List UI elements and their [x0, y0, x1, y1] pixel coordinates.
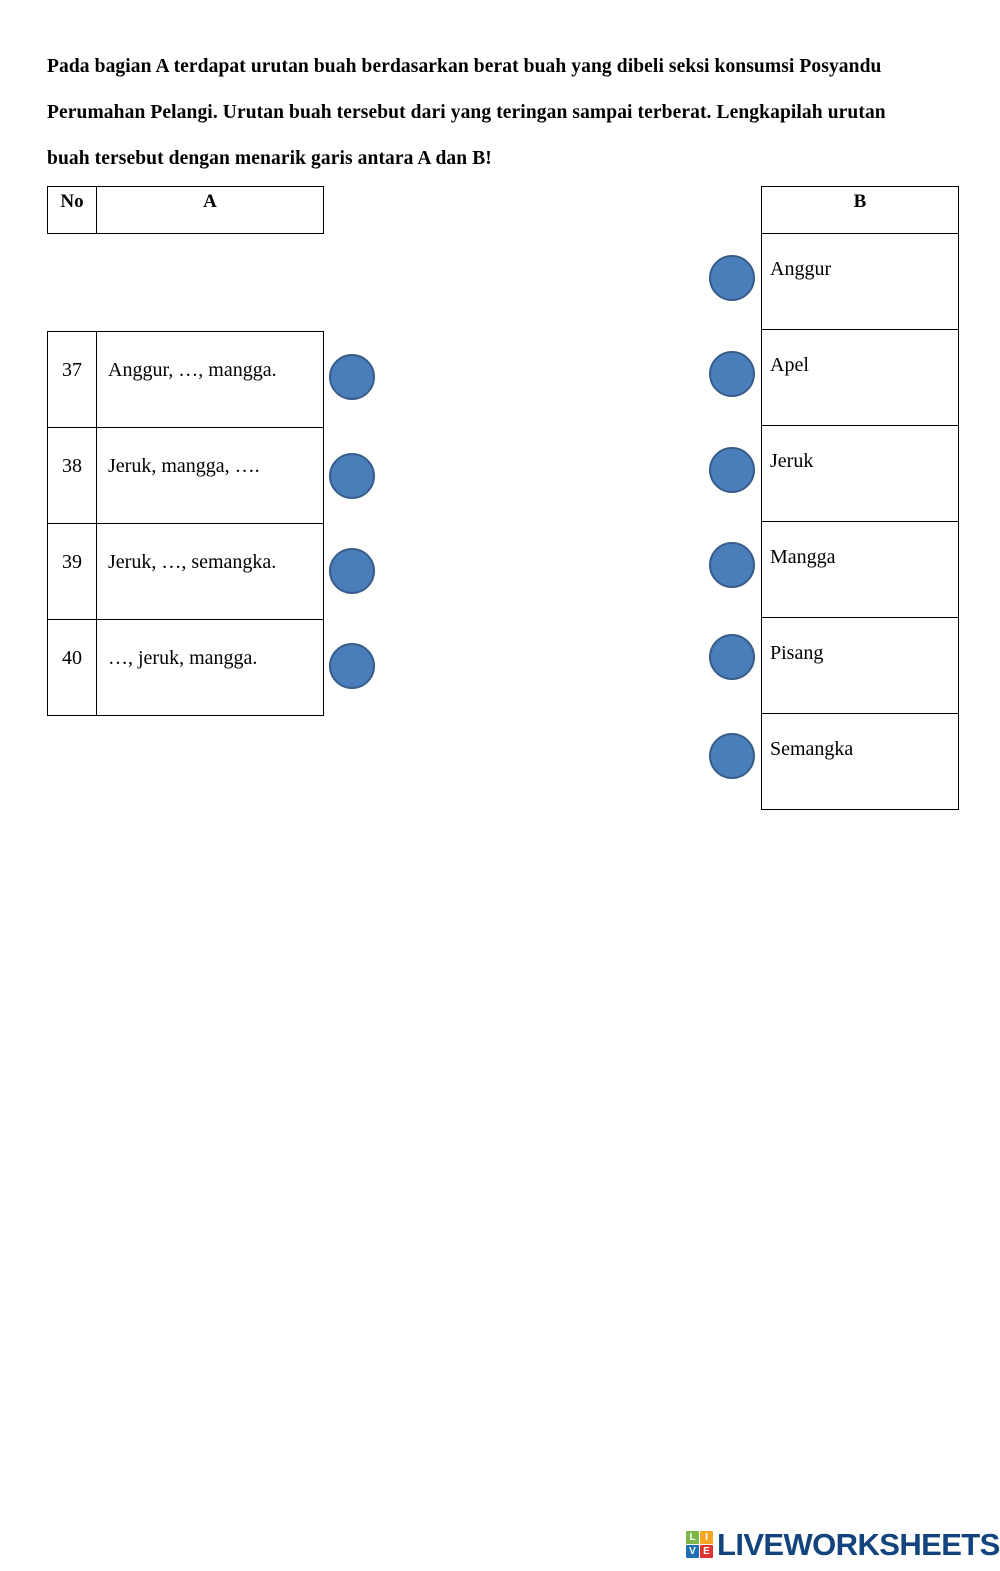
option-cell-anggur: Anggur [761, 233, 959, 330]
option-label-semangka: Semangka [770, 738, 854, 760]
table-a-header: No A [47, 186, 324, 234]
question-text-40: …, jeruk, mangga. [108, 647, 258, 669]
option-cell-jeruk: Jeruk [761, 425, 959, 522]
option-cell-semangka: Semangka [761, 713, 959, 810]
row-text-cell: Jeruk, …, semangka. [96, 523, 324, 620]
connector-dot-b-semangka[interactable] [709, 733, 755, 779]
table-row: 39 Jeruk, …, semangka. [47, 523, 324, 620]
question-text-38: Jeruk, mangga, …. [108, 455, 260, 477]
row-number-cell: 37 [47, 331, 97, 428]
liveworksheets-logo: L I V E LIVEWORKSHEETS [686, 1524, 1000, 1564]
column-header-b: B [761, 186, 959, 234]
table-a-rows: 37 Anggur, …, mangga. 38 Jeruk, mangga, … [47, 331, 324, 716]
table-row: 38 Jeruk, mangga, …. [47, 427, 324, 524]
row-number-39: 39 [62, 551, 82, 573]
connector-dot-a-40[interactable] [329, 643, 375, 689]
row-number-37: 37 [62, 359, 82, 381]
row-number-cell: 38 [47, 427, 97, 524]
question-text-39: Jeruk, …, semangka. [108, 551, 277, 573]
table-row: Jeruk [761, 425, 959, 522]
option-label-pisang: Pisang [770, 642, 824, 664]
row-number-cell: 40 [47, 619, 97, 716]
logo-tile-i: I [700, 1530, 713, 1544]
option-cell-mangga: Mangga [761, 521, 959, 618]
connector-dot-b-mangga[interactable] [709, 542, 755, 588]
option-cell-apel: Apel [761, 329, 959, 426]
instructions-paragraph: Pada bagian A terdapat urutan buah berda… [47, 56, 886, 169]
option-label-anggur: Anggur [770, 258, 832, 280]
row-text-cell: …, jeruk, mangga. [96, 619, 324, 716]
logo-tile-l: L [686, 1530, 699, 1544]
column-header-a-label: A [203, 191, 217, 212]
table-row: 40 …, jeruk, mangga. [47, 619, 324, 716]
liveworksheets-logo-tiles: L I V E [686, 1530, 713, 1558]
table-row: Anggur [761, 233, 959, 330]
connector-dot-b-apel[interactable] [709, 351, 755, 397]
connector-dot-b-pisang[interactable] [709, 634, 755, 680]
table-header-row: B [761, 186, 959, 234]
connector-dot-b-jeruk[interactable] [709, 447, 755, 493]
question-text-37: Anggur, …, mangga. [108, 359, 277, 381]
table-row: Apel [761, 329, 959, 426]
connector-dot-a-39[interactable] [329, 548, 375, 594]
table-row: Semangka [761, 713, 959, 810]
table-b: B Anggur Apel Jeruk Mangga Pisang Semang… [761, 186, 959, 810]
logo-tile-e: E [700, 1544, 713, 1558]
table-row: 37 Anggur, …, mangga. [47, 331, 324, 428]
table-row: Mangga [761, 521, 959, 618]
table-header-row: No A [47, 186, 324, 234]
connector-dot-a-37[interactable] [329, 354, 375, 400]
option-label-mangga: Mangga [770, 546, 836, 568]
connector-dot-a-38[interactable] [329, 453, 375, 499]
row-number-38: 38 [62, 455, 82, 477]
column-header-no-label: No [60, 191, 84, 212]
logo-tile-v: V [686, 1544, 699, 1558]
liveworksheets-wordmark: LIVEWORKSHEETS [717, 1526, 1000, 1562]
connector-dot-b-anggur[interactable] [709, 255, 755, 301]
row-text-cell: Anggur, …, mangga. [96, 331, 324, 428]
option-label-jeruk: Jeruk [770, 450, 814, 472]
option-cell-pisang: Pisang [761, 617, 959, 714]
column-header-a: A [96, 186, 324, 234]
option-label-apel: Apel [770, 354, 809, 376]
column-header-b-label: B [853, 191, 867, 212]
row-text-cell: Jeruk, mangga, …. [96, 427, 324, 524]
column-header-no: No [47, 186, 97, 234]
table-row: Pisang [761, 617, 959, 714]
row-number-40: 40 [62, 647, 82, 669]
row-number-cell: 39 [47, 523, 97, 620]
